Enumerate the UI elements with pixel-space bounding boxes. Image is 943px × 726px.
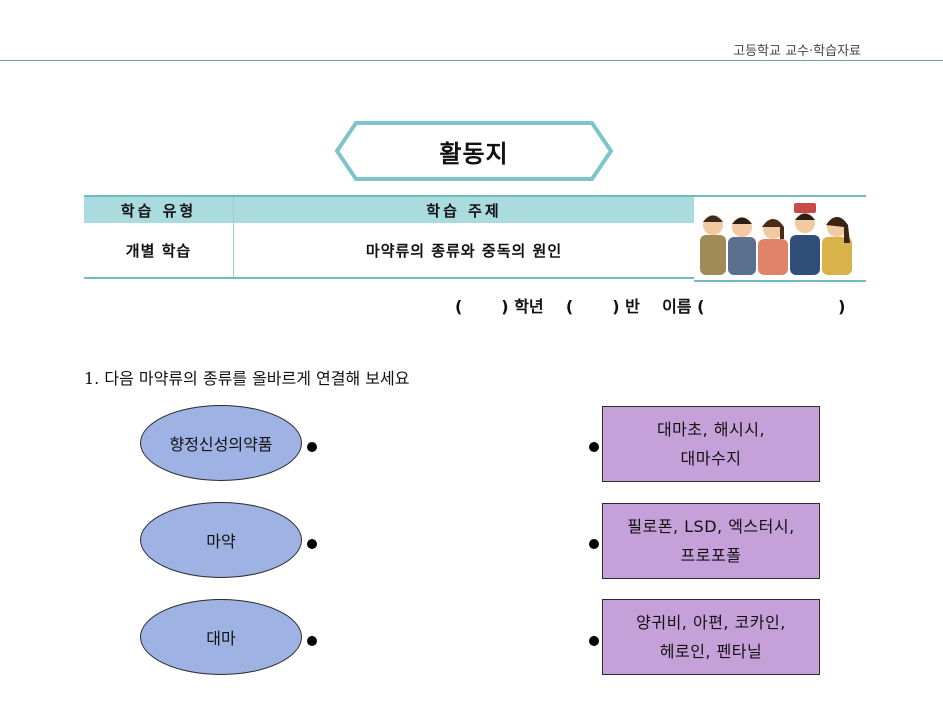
title-badge-shape [334, 121, 614, 181]
header-divider [0, 60, 943, 61]
drug-category-narcotic: 마약 [140, 502, 302, 578]
drug-examples-box-1: 대마초, 해시시, 대마수지 [602, 406, 820, 482]
learning-type-value: 개별 학습 [84, 223, 234, 279]
match-dot-right-3[interactable] [589, 636, 599, 646]
drug-examples-line2: 대마수지 [680, 449, 742, 468]
drug-examples-box-2: 필로폰, LSD, 엑스터시, 프로포폴 [602, 503, 820, 579]
drug-category-cannabis: 대마 [140, 599, 302, 675]
match-dot-right-2[interactable] [589, 539, 599, 549]
students-illustration-image [700, 203, 852, 275]
drug-examples-line1: 필로폰, LSD, 엑스터시, [627, 517, 795, 536]
question-1: 1. 다음 마약류의 종류를 올바르게 연결해 보세요 [84, 369, 410, 388]
document-header: 고등학교 교수·학습자료 [733, 44, 861, 59]
page-title: 활동지 [439, 139, 509, 168]
match-dot-left-3[interactable] [307, 636, 317, 646]
lesson-info-table: 학습 유형 학습 주제 개별 학습 마약류의 종류와 중독의 원인 [84, 195, 694, 279]
student-info-line: ( ) 학년 ( ) 반 이름 ( ) [455, 297, 846, 316]
drug-examples-line2: 헤로인, 펜타닐 [659, 642, 763, 661]
match-dot-left-1[interactable] [307, 442, 317, 452]
students-illustration [694, 195, 866, 282]
drug-examples-line2: 프로포폴 [680, 546, 742, 565]
drug-category-label: 대마 [206, 629, 236, 648]
drug-category-label: 마약 [206, 532, 236, 551]
match-dot-left-2[interactable] [307, 539, 317, 549]
learning-type-header: 학습 유형 [84, 195, 234, 223]
match-dot-right-1[interactable] [589, 442, 599, 452]
drug-examples-line1: 대마초, 해시시, [656, 420, 766, 439]
drug-category-label: 향정신성의약품 [169, 435, 273, 454]
learning-topic-header: 학습 주제 [233, 195, 694, 223]
learning-topic-value: 마약류의 종류와 중독의 원인 [233, 223, 694, 279]
drug-category-psychotropic: 향정신성의약품 [140, 405, 302, 481]
drug-examples-line1: 양귀비, 아편, 코카인, [636, 613, 786, 632]
drug-examples-box-3: 양귀비, 아편, 코카인, 헤로인, 펜타닐 [602, 599, 820, 675]
